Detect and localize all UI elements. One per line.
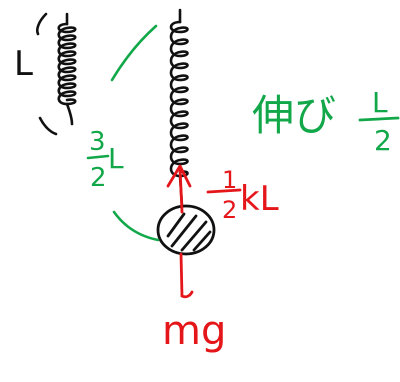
stretched-length-bracket xyxy=(110,24,160,242)
spring-force-fraction-bar xyxy=(206,188,242,194)
extension-label: 伸び L 2 xyxy=(252,86,400,157)
extension-kanji: 伸び xyxy=(252,91,336,140)
natural-length-bracket xyxy=(35,12,58,136)
spring-force-arrow xyxy=(166,164,192,214)
mass-ball xyxy=(156,204,216,256)
stretched-length-variable: L xyxy=(108,142,124,175)
natural-length-label: L xyxy=(14,44,33,84)
spring-force-numerator: 1 xyxy=(222,166,237,194)
stretched-length-label: 3 2 L xyxy=(86,127,124,193)
weight-arrow xyxy=(179,252,194,299)
spring-force-label: 1 2 kL xyxy=(206,166,279,224)
stretched-length-fraction-bar xyxy=(86,154,110,160)
spring-force-variable: kL xyxy=(240,179,279,219)
stretched-length-numerator: 3 xyxy=(89,127,106,157)
spring-force-denominator: 2 xyxy=(222,196,237,224)
extension-fraction-bar xyxy=(358,116,400,122)
natural-spring xyxy=(57,12,77,126)
stretched-length-denominator: 2 xyxy=(90,163,107,193)
weight-label: mg xyxy=(162,308,226,354)
extension-numerator: L xyxy=(372,86,388,119)
extension-denominator: 2 xyxy=(374,124,392,157)
